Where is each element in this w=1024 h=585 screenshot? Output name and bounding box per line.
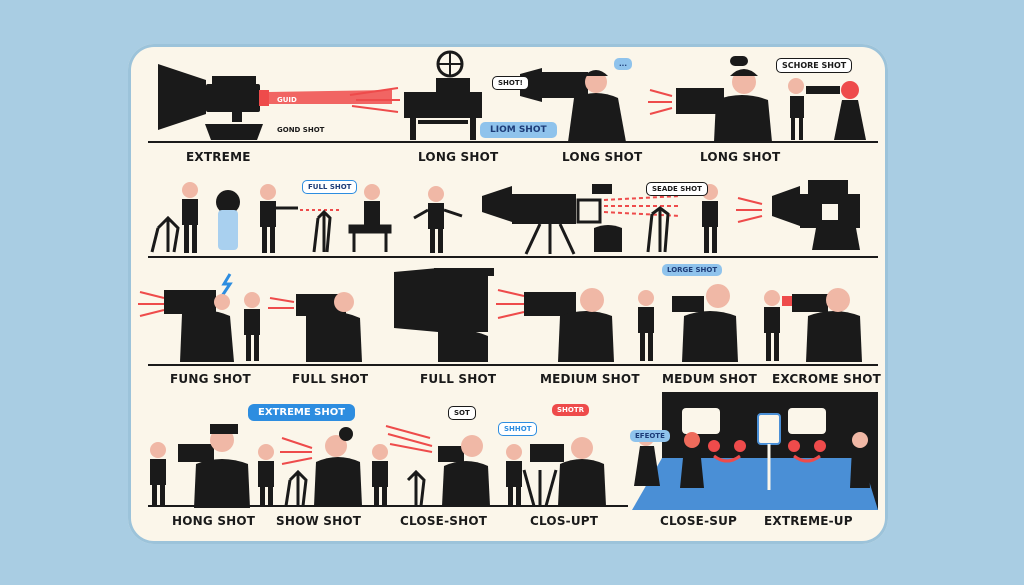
row-divider-3 bbox=[148, 364, 878, 366]
bubble-lorge-shot: LORGE SHOT bbox=[662, 264, 723, 276]
caption-excrome-shot: EXCROME SHOT bbox=[772, 372, 882, 386]
bubble-guid: GUID bbox=[277, 96, 297, 104]
bubble-sot: SOT bbox=[448, 406, 476, 420]
cameraman-icon bbox=[150, 424, 250, 508]
spark-lines-icon bbox=[349, 87, 400, 113]
caption-extreme-up: EXTREME-UP bbox=[764, 514, 853, 528]
cameraman-icon bbox=[648, 69, 772, 142]
caption-hong-shot: HONG SHOT bbox=[172, 514, 256, 528]
caption-medum-shot: MEDUM SHOT bbox=[662, 372, 758, 386]
bubble-shotr: SHOTR bbox=[552, 404, 590, 416]
cameraman-icon bbox=[506, 437, 606, 507]
bubble-shot: SHOT! bbox=[492, 76, 529, 90]
actors-facing-icon bbox=[260, 184, 392, 253]
bubble-liom-shot: LIOM SHOT bbox=[480, 122, 557, 138]
caption-medium-shot: MEDIUM SHOT bbox=[540, 372, 640, 386]
row-divider-1 bbox=[148, 141, 878, 143]
cameraman-icon bbox=[496, 288, 614, 362]
caption-full-shot-2: FULL SHOT bbox=[420, 372, 497, 386]
presenter-icon bbox=[413, 186, 463, 253]
caption-long-shot-1: LONG SHOT bbox=[418, 150, 499, 164]
caption-clos-upt: CLOS-UPT bbox=[530, 514, 599, 528]
cameraman-icon bbox=[372, 425, 490, 507]
cinema-camera-icon bbox=[158, 64, 269, 140]
studio-camera-icon bbox=[482, 184, 622, 255]
bubble-schore-shot: SCHORE SHOT bbox=[776, 58, 853, 73]
caption-fung-shot: FUNG SHOT bbox=[170, 372, 251, 386]
bubble-seade-shot: SEADE SHOT bbox=[646, 182, 708, 196]
director-group-icon bbox=[150, 182, 240, 253]
cameraman-icon bbox=[138, 273, 260, 362]
caption-close-shot: CLOSE-SHOT bbox=[400, 514, 488, 528]
caption-long-shot-3: LONG SHOT bbox=[700, 150, 781, 164]
caption-full-shot-1: FULL SHOT bbox=[292, 372, 369, 386]
bubble-shhot: SHHOT bbox=[498, 422, 538, 436]
caption-show-shot: SHOW SHOT bbox=[276, 514, 362, 528]
caption-close-sup: CLOSE-SUP bbox=[660, 514, 738, 528]
bubble-gond-shot: GOND SHOT bbox=[277, 126, 325, 134]
cameraman-icon bbox=[258, 427, 362, 507]
bubble-extreme-shot: EXTREME SHOT bbox=[248, 404, 356, 421]
cinema-camera-icon bbox=[394, 268, 494, 362]
bubble-dark-dots bbox=[730, 56, 748, 66]
cameraman-icon bbox=[764, 288, 862, 362]
cinema-camera-icon bbox=[772, 180, 860, 250]
row-divider-4 bbox=[148, 505, 628, 507]
actors-group-icon bbox=[638, 284, 738, 362]
stage-scene-icon bbox=[632, 392, 878, 510]
row-divider-2 bbox=[148, 256, 878, 258]
caption-extreme: EXTREME bbox=[186, 150, 251, 164]
spark-lines-icon bbox=[736, 197, 763, 223]
cameraman-icon bbox=[268, 292, 362, 362]
bubble-full-shot: FULL SHOT bbox=[302, 180, 358, 194]
bubble-efeote: EFEOTE bbox=[630, 430, 670, 442]
bubble-dots: ... bbox=[614, 58, 632, 70]
caption-long-shot-2: LONG SHOT bbox=[562, 150, 643, 164]
camera-on-tripod-icon bbox=[404, 50, 482, 140]
actor-pair-icon bbox=[788, 78, 866, 140]
